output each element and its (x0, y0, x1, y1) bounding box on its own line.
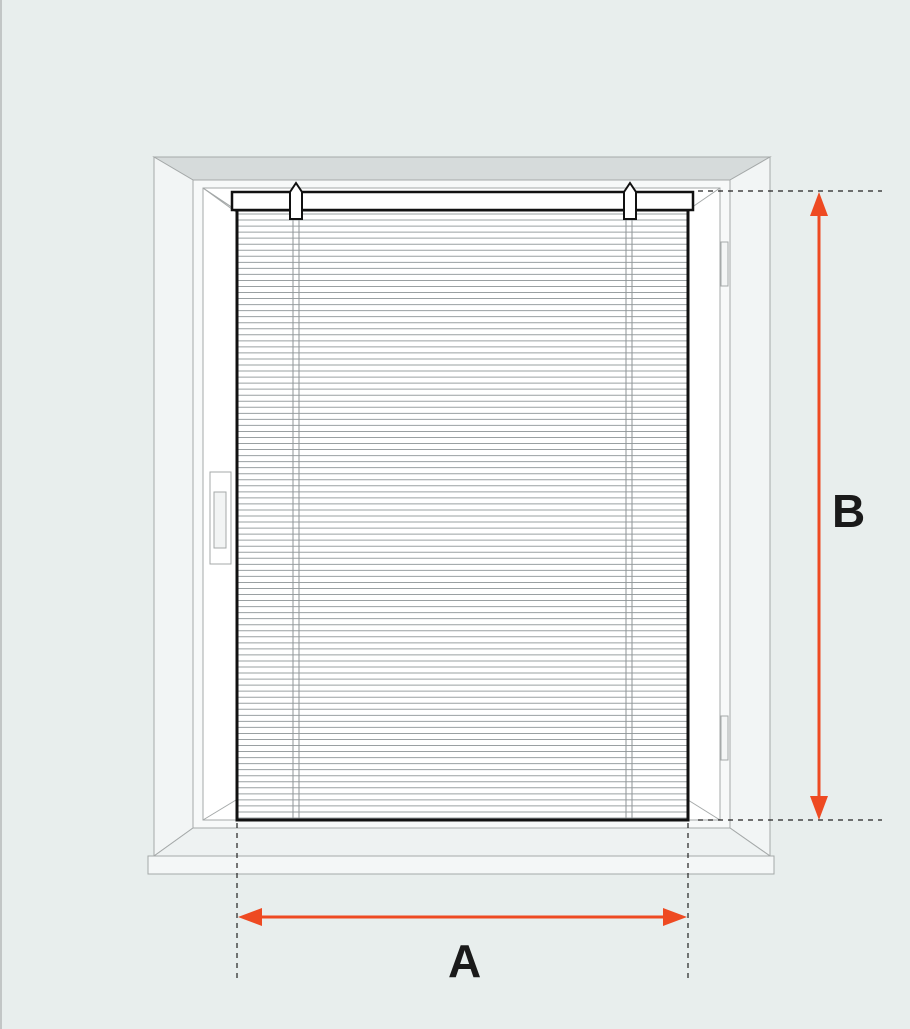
mounting-bracket-right (623, 181, 637, 220)
recess-right-face (729, 156, 771, 857)
recess-left-face (153, 156, 194, 857)
blind-panel (237, 210, 688, 820)
recess-top-face (152, 156, 772, 181)
window-handle (209, 471, 232, 565)
head-rail (230, 190, 695, 212)
sash-corner-line-tl (202, 187, 237, 211)
hinge-top (720, 241, 729, 287)
hinge-bottom (720, 715, 729, 761)
venetian-blind (230, 181, 695, 822)
mounting-bracket-left (289, 181, 303, 220)
window-sill (147, 827, 775, 875)
blind-slats (238, 213, 687, 819)
height-dimension-label: B (832, 485, 866, 537)
width-arrow-a (238, 908, 687, 926)
width-dimension-label: A (448, 935, 482, 987)
sash-corner-line-br (687, 799, 721, 821)
dimension-extension-lines (236, 190, 882, 978)
height-arrow-b (810, 192, 828, 820)
sash-corner-line-bl (202, 799, 237, 821)
